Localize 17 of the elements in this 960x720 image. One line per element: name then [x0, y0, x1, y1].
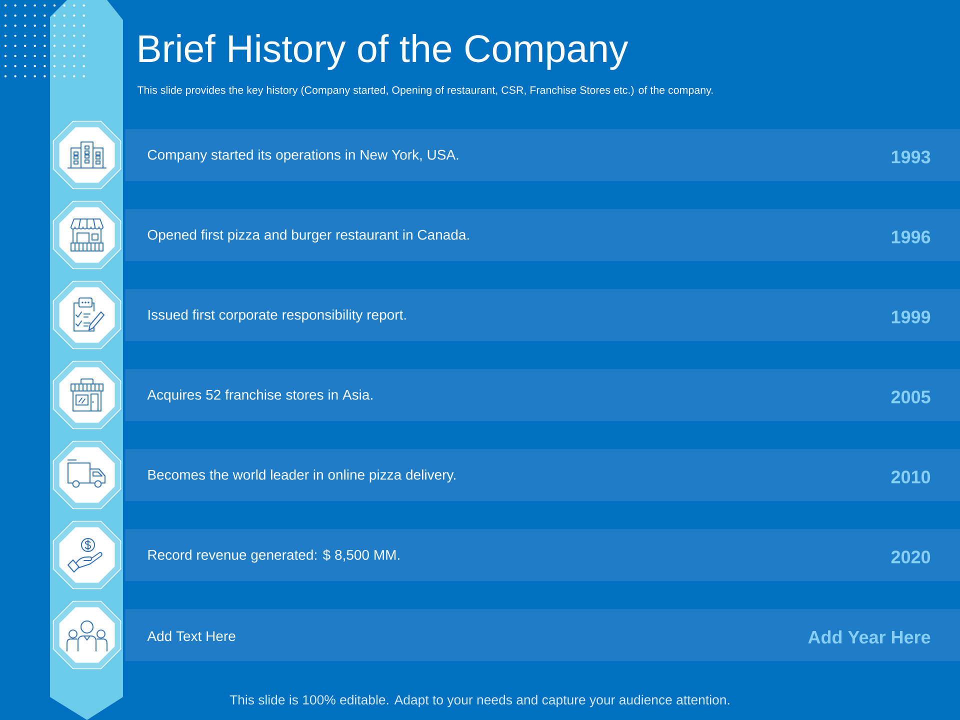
year-text: 2010: [891, 470, 930, 484]
year-text: 1993: [892, 150, 930, 164]
event-text: Company started its operations in New York, USA.: [148, 149, 458, 163]
footer-note: This slide is 100% editable. Adapt to your needs and capture your audience attention.: [230, 694, 730, 708]
event-text: Acquires 52 franchise stores in Asia.: [147, 389, 372, 403]
event-text: Becomes the world leader in online pizza delivery.: [148, 469, 456, 483]
year-text: Add Year Here: [808, 630, 930, 644]
event-text: Record revenue generated: $ 8,500 MM.: [148, 549, 400, 563]
year-text: 1996: [892, 230, 930, 244]
year-text: 2005: [891, 390, 930, 404]
event-text: Opened first pizza and burger restaurant in Canada.: [148, 229, 469, 243]
slide-title: Brief History of the Company: [139, 34, 628, 70]
event-text: Issued first corporate responsibility report.: [148, 309, 406, 323]
subtitle-text: This slide provides the key history (Company started, Opening of restaurant, CSR, Franchise Stores etc.) of the company.: [137, 86, 713, 96]
year-text: 2020: [891, 550, 930, 564]
year-text: 1999: [892, 310, 930, 324]
event-text: Add Text Here: [147, 630, 236, 642]
